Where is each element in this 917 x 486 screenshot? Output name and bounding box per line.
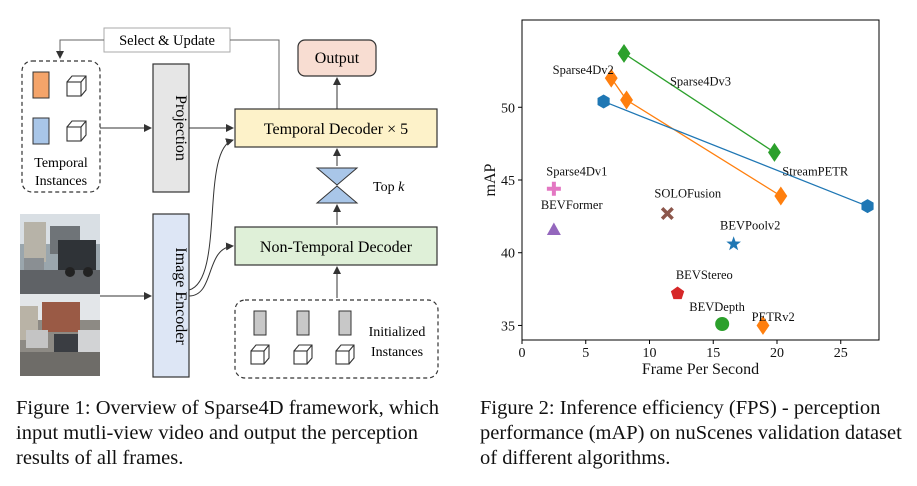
x-tick-label: 15	[706, 346, 720, 361]
series-line	[623, 52, 775, 153]
cube-icon	[66, 75, 87, 97]
output-label: Output	[315, 50, 360, 67]
data-label: BEVFormer	[541, 198, 604, 212]
data-point	[670, 286, 685, 300]
temporal-decoder-box	[234, 108, 438, 148]
data-label: SOLOFusion	[654, 186, 721, 200]
initialized-instance	[296, 310, 310, 336]
cube-icon	[335, 344, 355, 365]
initialized-instances-group	[234, 299, 439, 379]
data-label: Sparse4Dv2	[553, 63, 614, 77]
figure-2-caption: Figure 2: Inference efficiency (FPS) - p…	[480, 397, 902, 469]
non-temporal-decoder-box	[234, 226, 438, 266]
temporal-instances-label-2: Instances	[35, 174, 87, 189]
data-label: StreamPETR	[782, 165, 849, 179]
data-point	[715, 317, 730, 331]
non-temporal-decoder-label: Non-Temporal Decoder	[260, 239, 413, 256]
y-tick-label: 50	[501, 101, 515, 116]
initialized-instance	[253, 310, 267, 336]
camera-image-front	[20, 214, 100, 294]
camera-image-rear	[20, 294, 100, 376]
data-label: Sparse4Dv3	[670, 74, 731, 88]
series-point	[774, 186, 788, 206]
series-point	[861, 199, 874, 214]
x-tick-label: 5	[582, 346, 589, 361]
data-label: BEVDepth	[689, 300, 745, 314]
series-point	[597, 94, 610, 109]
y-tick-label: 45	[501, 174, 515, 189]
series-line	[610, 77, 782, 197]
initialized-instances-label-1: Initialized	[369, 325, 426, 340]
x-tick-label: 25	[834, 346, 848, 361]
x-tick-label: 10	[643, 346, 657, 361]
y-tick-label: 40	[501, 247, 515, 262]
data-label: BEVStereo	[676, 268, 733, 282]
y-tick-label: 35	[501, 319, 515, 334]
temporal-instance-blue	[32, 117, 50, 145]
series-point	[768, 142, 781, 162]
top-k-label: Top k	[373, 180, 405, 195]
figure-1-caption: Figure 1: Overview of Sparse4D framework…	[16, 397, 439, 469]
data-point	[546, 181, 561, 196]
data-point	[660, 206, 674, 220]
cube-icon	[293, 344, 313, 365]
cube-icon	[250, 344, 270, 365]
data-label: Sparse4Dv1	[546, 165, 607, 179]
data-label: PETRv2	[752, 310, 795, 324]
x-tick-label: 0	[519, 346, 526, 361]
output-box	[297, 39, 377, 77]
data-point	[756, 315, 770, 335]
cube-icon	[66, 120, 87, 142]
x-tick-label: 20	[770, 346, 784, 361]
series-point	[620, 90, 633, 110]
x-axis-label: Frame Per Second	[642, 361, 759, 378]
y-axis-label: mAP	[482, 163, 499, 196]
image-encoder-box	[152, 213, 190, 378]
data-point	[726, 236, 741, 251]
select-update-label: Select & Update	[119, 33, 215, 49]
initialized-instances-label-2: Instances	[371, 345, 423, 360]
initialized-instance	[338, 310, 352, 336]
temporal-instances-label-1: Temporal	[34, 156, 88, 171]
projection-box	[152, 63, 190, 193]
data-label: BEVPoolv2	[720, 218, 780, 232]
temporal-instance-orange	[32, 71, 50, 99]
projection-label: Projection	[172, 95, 189, 161]
sparse4d-architecture-diagram: Select & Update Output Temporal Instance…	[20, 27, 439, 379]
top-k-hourglass	[315, 167, 359, 204]
temporal-instances-group	[21, 60, 101, 193]
series-point	[617, 43, 631, 63]
image-encoder-label: Image Encoder	[172, 247, 189, 345]
series-line	[603, 100, 868, 207]
data-point	[546, 222, 561, 236]
temporal-decoder-label: Temporal Decoder × 5	[264, 121, 408, 138]
series-point	[604, 68, 618, 88]
